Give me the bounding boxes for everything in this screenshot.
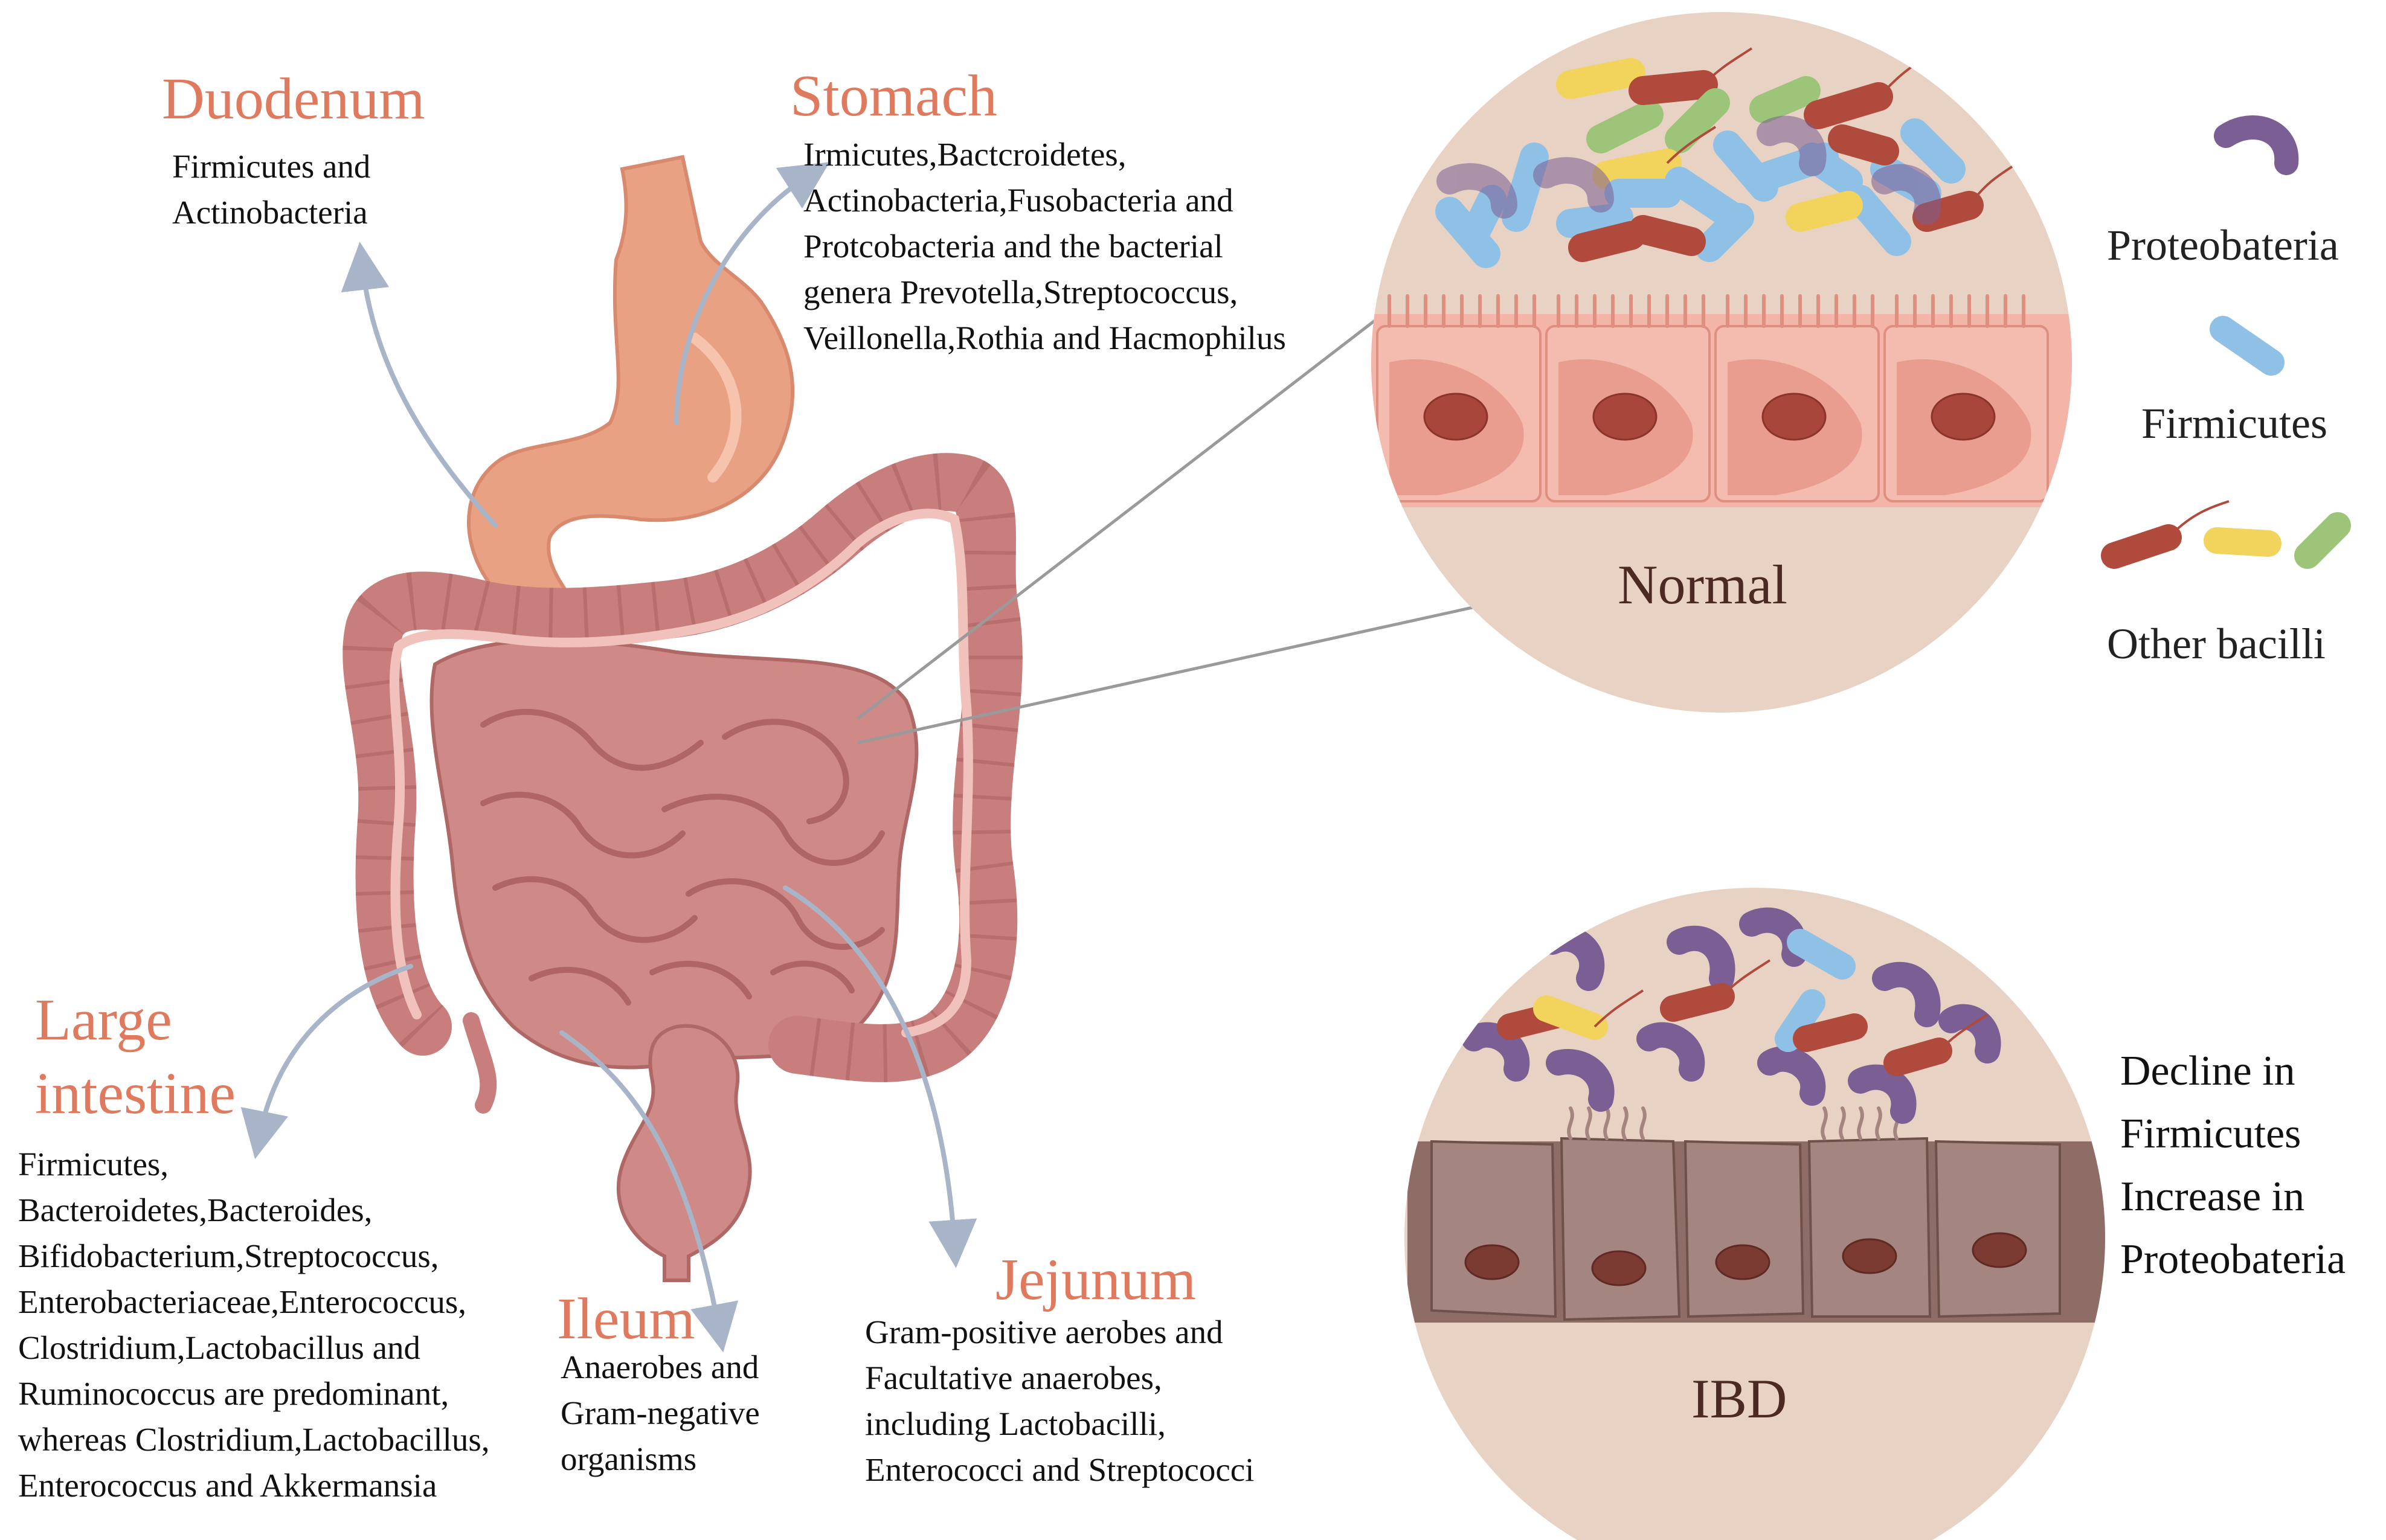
stomach-title: Stomach bbox=[790, 63, 997, 129]
firmicutes-icon bbox=[2210, 316, 2285, 376]
description-line: Gram-positive aerobes and bbox=[865, 1314, 1223, 1350]
ibd-change-note: Decline in Firmicutes Increase in Proteo… bbox=[2120, 1040, 2346, 1291]
large-intestine-arrow bbox=[240, 964, 413, 1160]
intestine-organ bbox=[342, 453, 1023, 1282]
callout-lines bbox=[857, 313, 1517, 745]
description-line: Firmicutes, bbox=[18, 1146, 169, 1182]
organ-pointer-arrows bbox=[240, 162, 977, 1353]
description-line: Facultative anaerobes, bbox=[865, 1359, 1162, 1396]
jejunum-title: Jejunum bbox=[995, 1247, 1197, 1312]
description-line: Anaerobes and bbox=[561, 1349, 759, 1385]
description-line: Clostridium,Lactobacillus and bbox=[18, 1329, 420, 1366]
legend-proteobacteria-label: Proteobateria bbox=[2107, 221, 2339, 269]
note-line: Decline in bbox=[2120, 1048, 2295, 1094]
large-intestine-title: Large intestine bbox=[35, 983, 236, 1131]
jejunum-arrow bbox=[783, 885, 977, 1268]
duodenum-title: Duodenum bbox=[162, 66, 425, 132]
large-intestine-description: Firmicutes, Bacteroidetes,Bacteroides, B… bbox=[18, 1141, 490, 1509]
description-line: Veillonella,Rothia and Hacmophilus bbox=[803, 319, 1286, 356]
description-line: Actinobacteria bbox=[172, 194, 368, 231]
description-line: Bifidobacterium,Streptococcus, bbox=[18, 1237, 439, 1274]
description-line: Protcobacteria and the bacterial bbox=[803, 228, 1223, 265]
note-line: Firmicutes bbox=[2120, 1111, 2301, 1157]
stomach-arrow bbox=[674, 162, 830, 425]
description-line: Gram-negative bbox=[561, 1394, 760, 1431]
legend-other-bacilli-label: Other bacilli bbox=[2107, 620, 2326, 668]
description-line: genera Prevotella,Streptococcus, bbox=[803, 274, 1238, 310]
description-line: organisms bbox=[561, 1440, 697, 1477]
legend-firmicutes-label: Firmicutes bbox=[2141, 399, 2327, 448]
description-line: Ruminococcus are predominant, bbox=[18, 1375, 449, 1412]
description-line: including Lactobacilli, bbox=[865, 1405, 1166, 1442]
ileum-title: Ileum bbox=[557, 1286, 695, 1352]
ibd-gut-circle bbox=[1404, 888, 2105, 1540]
duodenum-arrow bbox=[341, 242, 498, 528]
description-line: Irmicutes,Bactcroidetes, bbox=[803, 136, 1127, 173]
title-line: intestine bbox=[35, 1061, 236, 1126]
note-line: Increase in bbox=[2120, 1173, 2305, 1220]
normal-label: Normal bbox=[1618, 554, 1788, 615]
description-line: whereas Clostridium,Lactobacillus, bbox=[18, 1421, 490, 1458]
duodenum-description: Firmicutes and Actinobacteria bbox=[172, 144, 370, 236]
description-line: Enterobacteriaceae,Enterococcus, bbox=[18, 1283, 467, 1320]
other-bacilli-icon bbox=[2101, 500, 2351, 569]
description-line: Firmicutes and bbox=[172, 148, 371, 185]
description-line: Enterococci and Streptococci bbox=[865, 1451, 1255, 1488]
stomach-organ bbox=[467, 155, 795, 637]
ibd-label: IBD bbox=[1691, 1368, 1787, 1429]
description-line: Enterococcus and Akkermansia bbox=[18, 1467, 437, 1504]
description-line: Actinobacteria,Fusobacteria and bbox=[803, 182, 1233, 219]
title-line: Large bbox=[35, 987, 172, 1053]
normal-gut-circle bbox=[1371, 12, 2072, 713]
stomach-description: Irmicutes,Bactcroidetes, Actinobacteria,… bbox=[803, 132, 1286, 361]
ileum-description: Anaerobes and Gram-negative organisms bbox=[561, 1344, 760, 1482]
proteobacteria-icon bbox=[2214, 115, 2299, 175]
description-line: Bacteroidetes,Bacteroides, bbox=[18, 1192, 373, 1228]
note-line: Proteobateria bbox=[2120, 1236, 2346, 1283]
ileum-arrow bbox=[559, 1030, 739, 1353]
jejunum-description: Gram-positive aerobes and Facultative an… bbox=[865, 1309, 1254, 1493]
